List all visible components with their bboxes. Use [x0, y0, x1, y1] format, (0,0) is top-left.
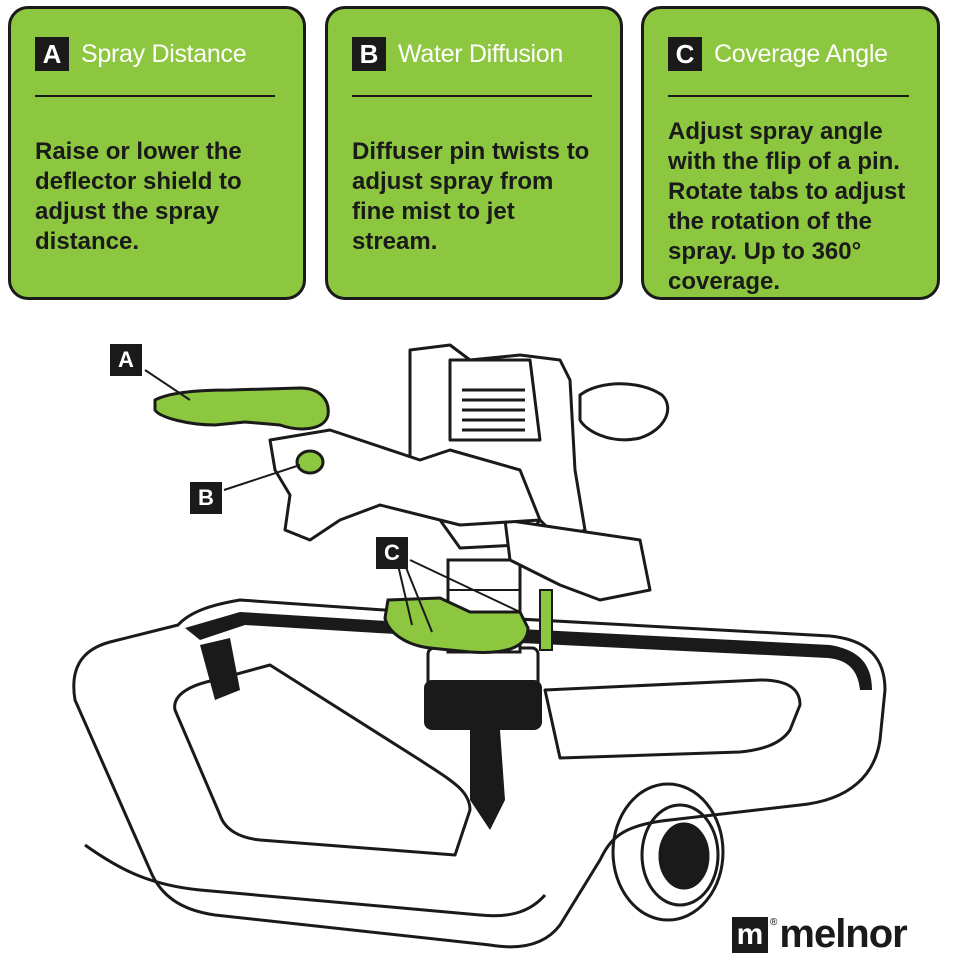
card-letter-badge: B: [352, 37, 386, 71]
base-inner-right: [543, 678, 802, 760]
feature-card-coverage-angle: C Coverage Angle Adjust spray angle with…: [641, 6, 940, 300]
base-rim: [84, 843, 547, 918]
base-inner-left: [173, 663, 472, 857]
spring: [462, 388, 525, 432]
diffuser-pin: [295, 449, 325, 475]
card-header: A Spray Distance: [35, 37, 285, 71]
brand-name: melnor: [779, 912, 907, 956]
base-frame: [72, 598, 887, 949]
coverage-collar: [383, 596, 530, 655]
feature-card-spray-distance: A Spray Distance Raise or lower the defl…: [8, 6, 306, 300]
callout-c: C: [376, 537, 408, 569]
card-letter-badge: C: [668, 37, 702, 71]
base-shadow-right: [500, 628, 872, 690]
card-description: Diffuser pin twists to adjust spray from…: [352, 138, 590, 255]
card-divider: [668, 95, 909, 97]
card-title: Spray Distance: [81, 39, 247, 68]
feature-card-water-diffusion: B Water Diffusion Diffuser pin twists to…: [325, 6, 623, 300]
deflector-shield: [153, 386, 330, 431]
card-letter-badge: A: [35, 37, 69, 71]
card-divider: [352, 95, 592, 97]
callout-a: A: [110, 344, 142, 376]
card-description: Raise or lower the deflector shield to a…: [35, 138, 242, 255]
base-shadow-left: [200, 638, 240, 700]
coverage-pin: [539, 589, 553, 651]
card-header: B Water Diffusion: [352, 37, 602, 71]
brand-mark: m: [732, 916, 768, 953]
deflector-arm: [268, 428, 542, 542]
card-title: Water Diffusion: [398, 39, 564, 68]
brand-registered: ®: [770, 917, 778, 928]
brand-logo: m ® melnor: [732, 912, 908, 957]
card-description: Adjust spray angle with the flip of a pi…: [668, 118, 906, 295]
callout-b: B: [190, 482, 222, 514]
card-header: C Coverage Angle: [668, 37, 919, 71]
card-divider: [35, 95, 275, 97]
hose-inlet: [611, 782, 725, 922]
card-title: Coverage Angle: [714, 39, 888, 68]
leader-lines: [144, 369, 521, 633]
